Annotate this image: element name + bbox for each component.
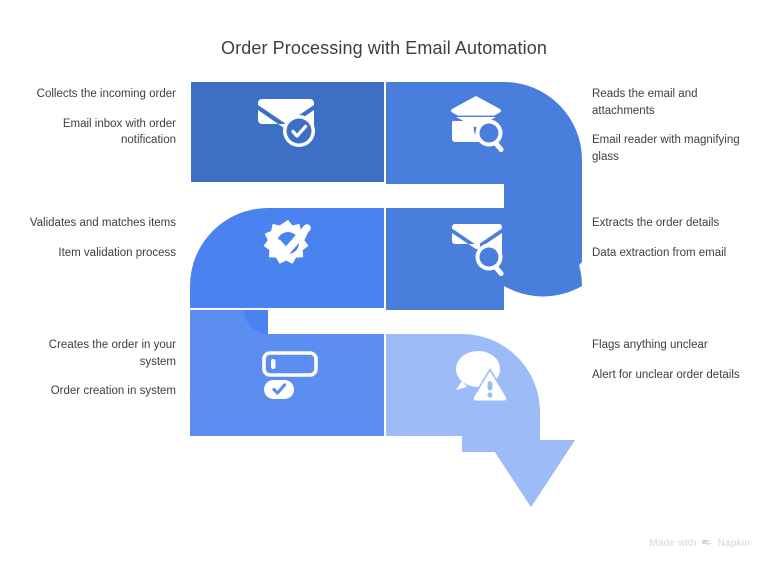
gear-check-icon [263,220,311,264]
envelope-search-icon [452,224,504,277]
step-description: Order creation in system [50,385,176,397]
step-description: Data extraction from email [592,246,727,259]
step-description: Email inbox with order notification [62,117,176,147]
step-description: Alert for unclear order details [592,368,740,381]
chat-warning-icon [456,351,508,401]
watermark-brand: Napkin [717,538,750,549]
step-title: Validates and matches items [29,217,176,229]
step-label-read: Reads the email and attachments Email re… [592,86,752,165]
napkin-logo-icon [701,540,712,547]
step-title: Collects the incoming order [36,88,176,100]
watermark-prefix: Made with [649,538,697,549]
flow-segment-validate[interactable] [190,208,384,334]
step-label-extract: Extracts the order details Data extracti… [592,215,752,261]
flow-segment-create[interactable] [190,334,384,436]
step-label-create: Creates the order in your system Order c… [16,337,176,400]
page-title: Order Processing with Email Automation [221,38,547,58]
step-description: Email reader with magnifying glass [592,134,740,163]
step-label-flag: Flags anything unclear Alert for unclear… [592,337,752,383]
step-title: Creates the order in your system [48,339,176,368]
napkin-watermark: Made with Napkin [649,538,750,549]
step-title: Flags anything unclear [592,339,708,351]
segment-dividers [190,82,386,436]
step-label-collect: Collects the incoming order Email inbox … [16,86,176,149]
envelope-check-icon [258,99,315,147]
open-envelope-search-icon [451,96,504,153]
step-title: Reads the email and attachments [592,88,698,117]
step-title: Extracts the order details [592,217,720,229]
step-description: Item validation process [58,246,176,259]
step-label-validate: Validates and matches items Item validat… [16,215,176,261]
flow-arrow-end [462,412,575,507]
form-field-check-icon [262,351,318,399]
